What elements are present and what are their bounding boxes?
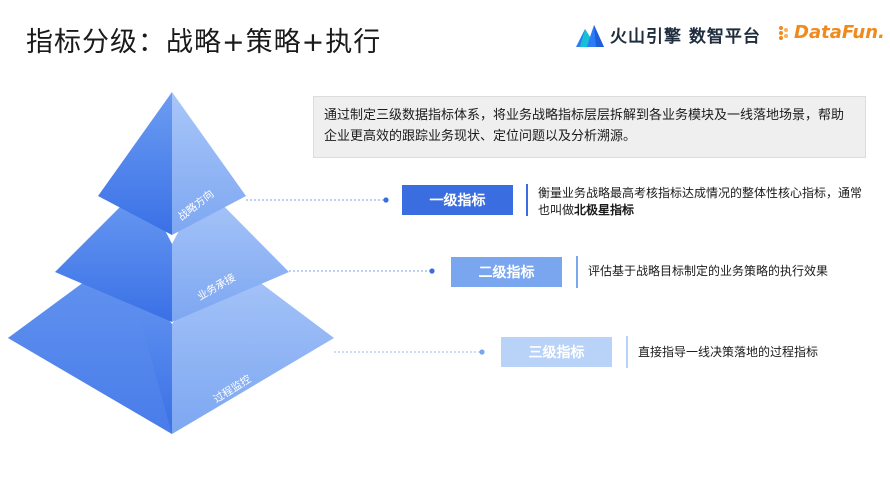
intro-box: 通过制定三级数据指标体系，将业务战略指标层层拆解到各业务模块及一线落地场景，帮助… [313, 96, 866, 158]
level-3-divider [626, 336, 628, 368]
brand2-text: DataFun. [794, 22, 885, 43]
level-2-badge: 二级指标 [451, 257, 562, 287]
brand1-text: 火山引擎 数智平台 [610, 27, 761, 47]
level-3-badge: 三级指标 [501, 337, 612, 367]
connector-lines [246, 197, 485, 355]
level-1-desc-text: 衡量业务战略最高考核指标达成情况的整体性核心指标，通常也叫做 [538, 186, 863, 217]
level-2-divider [576, 256, 578, 288]
north-star-metric-text: 北极星指标 [574, 203, 635, 217]
level-2-description: 评估基于战略目标制定的业务策略的执行效果 [588, 264, 829, 278]
page-title: 指标分级：战略+策略+执行 [26, 27, 382, 58]
level-1-badge: 一级指标 [402, 185, 513, 215]
volcano-mountain-icon [576, 24, 604, 47]
volcengine-logo: 火山引擎 数智平台 [576, 22, 761, 47]
datafun-dots-icon [779, 25, 788, 40]
level-3-description: 直接指导一线决策落地的过程指标 [638, 345, 819, 359]
datafun-logo: DataFun. [778, 22, 885, 43]
level-1-divider [526, 184, 528, 216]
pyramid-top-tier [98, 92, 246, 235]
level-1-description: 衡量业务战略最高考核指标达成情况的整体性核心指标，通常也叫做北极星指标 [538, 185, 868, 219]
